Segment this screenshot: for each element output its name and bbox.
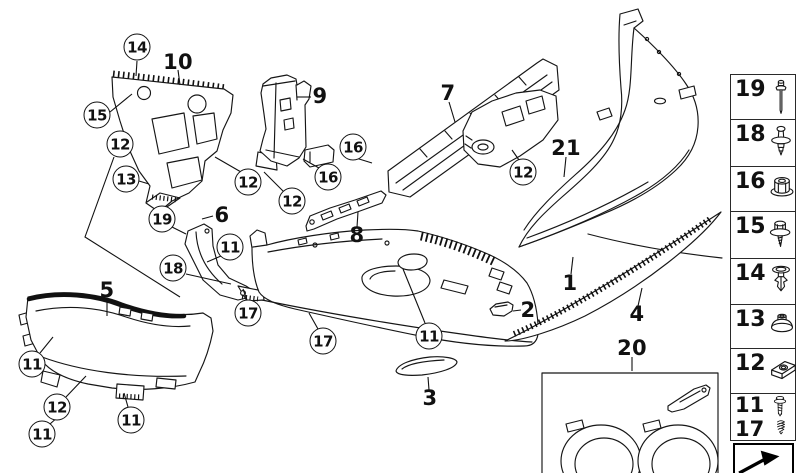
legend-item-19[interactable]: 19 bbox=[730, 73, 796, 121]
legend-label-13: 13 bbox=[735, 306, 766, 332]
part-7-impact-absorber bbox=[388, 59, 559, 197]
callout-circled-16-5[interactable]: 16 bbox=[339, 133, 367, 161]
callout-plain-2-27[interactable]: 2 bbox=[520, 298, 536, 322]
legend-label-11: 11 bbox=[735, 392, 765, 417]
callout-plain-20-30[interactable]: 20 bbox=[617, 336, 647, 360]
callout-plain-21-22[interactable]: 21 bbox=[551, 136, 581, 160]
legend-item-18[interactable]: 18 bbox=[730, 119, 796, 168]
legend-item-15[interactable]: 15 bbox=[730, 211, 796, 260]
callout-circled-11-14[interactable]: 11 bbox=[415, 322, 443, 350]
callout-plain-8-24[interactable]: 8 bbox=[349, 223, 365, 247]
callout-circled-12-2[interactable]: 12 bbox=[106, 130, 134, 158]
legend-label-16: 16 bbox=[735, 168, 766, 194]
expansion-clip-icon bbox=[771, 265, 790, 291]
legend-row-17[interactable]: 17 bbox=[731, 418, 795, 440]
callout-circled-11-17[interactable]: 11 bbox=[28, 420, 56, 448]
part-5-corner-trim bbox=[19, 293, 213, 400]
callout-plain-7-21[interactable]: 7 bbox=[440, 81, 456, 105]
legend-label-12: 12 bbox=[735, 351, 766, 377]
legend-label-17: 17 bbox=[735, 416, 765, 441]
callout-circled-12-7[interactable]: 12 bbox=[278, 187, 306, 215]
continuation-arrow-icon bbox=[738, 450, 780, 473]
callout-plain-10-19[interactable]: 10 bbox=[163, 50, 193, 74]
legend-item-16[interactable]: 16 bbox=[730, 165, 796, 213]
callout-circled-12-4[interactable]: 12 bbox=[234, 168, 262, 196]
callout-plain-5-25[interactable]: 5 bbox=[99, 278, 115, 302]
legend-label-15: 15 bbox=[735, 214, 766, 240]
kit-box-20 bbox=[542, 373, 718, 473]
legend-item-continuation[interactable] bbox=[733, 442, 794, 473]
part-8-bracket-strip bbox=[306, 191, 386, 231]
leader-lines bbox=[40, 61, 642, 424]
part-9-mount-bracket bbox=[256, 75, 334, 170]
callout-circled-15-1[interactable]: 15 bbox=[83, 101, 111, 129]
callout-circled-13-3[interactable]: 13 bbox=[112, 165, 140, 193]
fastener-legend: 19 18 16 bbox=[730, 73, 796, 473]
callout-circled-17-13[interactable]: 17 bbox=[309, 327, 337, 355]
callout-plain-9-20[interactable]: 9 bbox=[312, 84, 328, 108]
washer-nut-icon bbox=[770, 313, 793, 332]
part-21-bumper-cover bbox=[519, 9, 722, 258]
expanding-rivet-icon bbox=[770, 126, 791, 156]
part-1-lower-trim-panel bbox=[250, 229, 538, 346]
callout-circled-16-6[interactable]: 16 bbox=[314, 163, 342, 191]
callout-circled-12-11[interactable]: 12 bbox=[509, 158, 537, 186]
clip-nut-icon bbox=[770, 361, 796, 380]
part-4-trim-strip bbox=[505, 212, 721, 341]
legend-label-19: 19 bbox=[735, 76, 766, 102]
callout-circled-11-18[interactable]: 11 bbox=[117, 406, 145, 434]
push-rivet-icon bbox=[775, 79, 787, 114]
callout-circled-19-8[interactable]: 19 bbox=[148, 205, 176, 233]
callout-circled-11-9[interactable]: 11 bbox=[216, 233, 244, 261]
legend-item-11-17[interactable]: 11 17 bbox=[730, 392, 796, 441]
flange-nut-icon bbox=[770, 177, 794, 197]
legend-row-11[interactable]: 11 bbox=[731, 394, 795, 418]
legend-item-14[interactable]: 14 bbox=[730, 258, 796, 306]
callout-circled-17-12[interactable]: 17 bbox=[234, 299, 262, 327]
part-6-side-bracket bbox=[185, 224, 264, 301]
part-10-mount-bracket bbox=[112, 74, 233, 212]
part-3-reflector bbox=[396, 357, 457, 376]
washer-screw-icon bbox=[769, 221, 790, 248]
tapping-screw-icon bbox=[773, 395, 787, 417]
callout-plain-1-26[interactable]: 1 bbox=[562, 271, 578, 295]
small-screw-icon bbox=[777, 420, 785, 435]
legend-item-13[interactable]: 13 bbox=[730, 303, 796, 350]
callout-plain-6-23[interactable]: 6 bbox=[214, 203, 230, 227]
callout-circled-12-16[interactable]: 12 bbox=[43, 393, 71, 421]
legend-label-18: 18 bbox=[735, 122, 766, 148]
part-2-tow-cap bbox=[490, 302, 513, 316]
callout-circled-11-15[interactable]: 11 bbox=[18, 350, 46, 378]
callout-circled-18-10[interactable]: 18 bbox=[159, 254, 187, 282]
callout-plain-4-28[interactable]: 4 bbox=[629, 302, 645, 326]
legend-label-14: 14 bbox=[735, 261, 766, 287]
callout-circled-14-0[interactable]: 14 bbox=[123, 33, 151, 61]
callout-plain-3-29[interactable]: 3 bbox=[422, 386, 438, 410]
legend-item-12[interactable]: 12 bbox=[730, 348, 796, 395]
